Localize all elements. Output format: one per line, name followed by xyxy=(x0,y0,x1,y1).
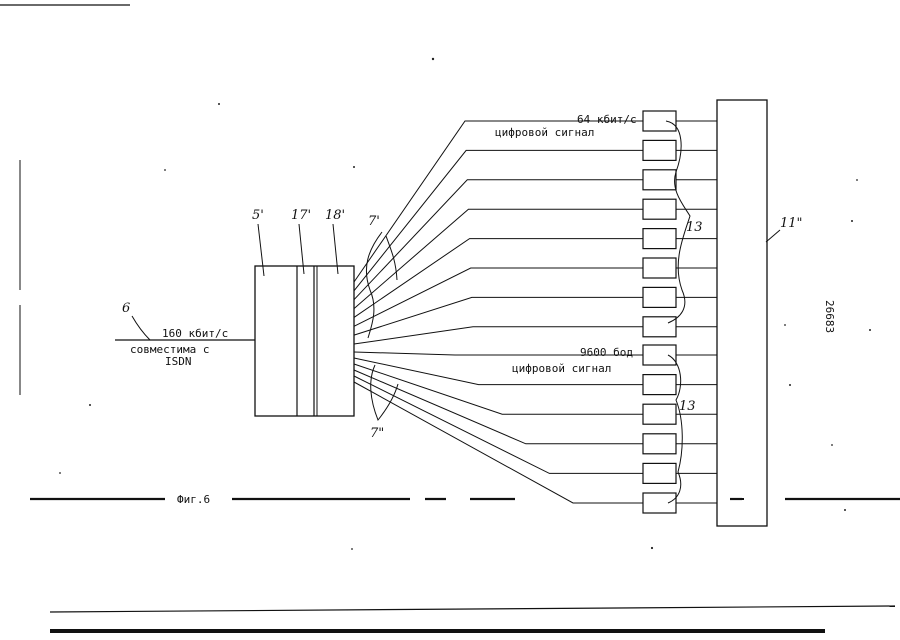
brace-7-lower xyxy=(371,365,398,420)
channel-fan xyxy=(354,121,643,503)
channel-module-4 xyxy=(643,199,676,219)
bottom-rule-thin xyxy=(50,606,895,612)
top-signal-label: цифровой сигнал xyxy=(495,126,594,139)
block-5 xyxy=(255,266,354,416)
channel-line-upper-7 xyxy=(354,297,643,335)
figure-caption: Фиг.6 xyxy=(177,493,210,506)
top-rate-label: 64 кбит/с xyxy=(577,113,637,126)
channel-line-lower-6 xyxy=(354,382,643,503)
channel-module-12 xyxy=(643,434,676,454)
channel-module-14 xyxy=(643,493,676,513)
channel-module-2 xyxy=(643,140,676,160)
label-13-lower: 13 xyxy=(679,399,696,414)
channel-module-9 xyxy=(643,345,676,365)
bracket-13-lower xyxy=(668,355,682,503)
label-18: 18' xyxy=(325,208,345,223)
brace-7-upper-b xyxy=(386,236,397,280)
label-17: 17' xyxy=(291,208,311,223)
input-rate-label: 160 кбит/с xyxy=(162,327,228,340)
label-6: 6 xyxy=(122,301,130,316)
channel-module-13 xyxy=(643,463,676,483)
brace-7-upper xyxy=(366,232,382,338)
channel-module-3 xyxy=(643,170,676,190)
channel-line-upper-1 xyxy=(354,121,643,282)
scan-specks xyxy=(59,58,871,550)
label-7-lower: 7" xyxy=(370,426,384,441)
channel-module-8 xyxy=(643,317,676,337)
channel-line-upper-8 xyxy=(354,327,643,344)
channel-module-10 xyxy=(643,375,676,395)
isdn-compat-line2: ISDN xyxy=(165,355,192,368)
channel-line-lower-5 xyxy=(354,376,643,473)
channel-module-6 xyxy=(643,258,676,278)
channel-module-5 xyxy=(643,229,676,249)
label-7-upper: 7' xyxy=(368,214,380,229)
page-number: 26683 xyxy=(823,300,836,333)
label-13-upper: 13 xyxy=(686,220,703,235)
bottom-rate-label: 9600 бод xyxy=(580,346,633,359)
channel-module-7 xyxy=(643,287,676,307)
label-11: 11" xyxy=(780,216,803,231)
leader-5 xyxy=(258,224,264,276)
channel-line-lower-4 xyxy=(354,370,643,444)
bottom-signal-label: цифровой сигнал xyxy=(512,362,611,375)
channel-line-upper-2 xyxy=(354,150,643,290)
leader-11 xyxy=(766,230,780,242)
channel-module-1 xyxy=(643,111,676,131)
channel-line-upper-3 xyxy=(354,180,643,300)
label-5: 5' xyxy=(252,208,264,223)
channel-module-11 xyxy=(643,404,676,424)
leader-6 xyxy=(132,316,150,340)
channel-line-upper-4 xyxy=(354,209,643,308)
block-11 xyxy=(717,100,767,526)
channel-modules xyxy=(643,111,676,513)
